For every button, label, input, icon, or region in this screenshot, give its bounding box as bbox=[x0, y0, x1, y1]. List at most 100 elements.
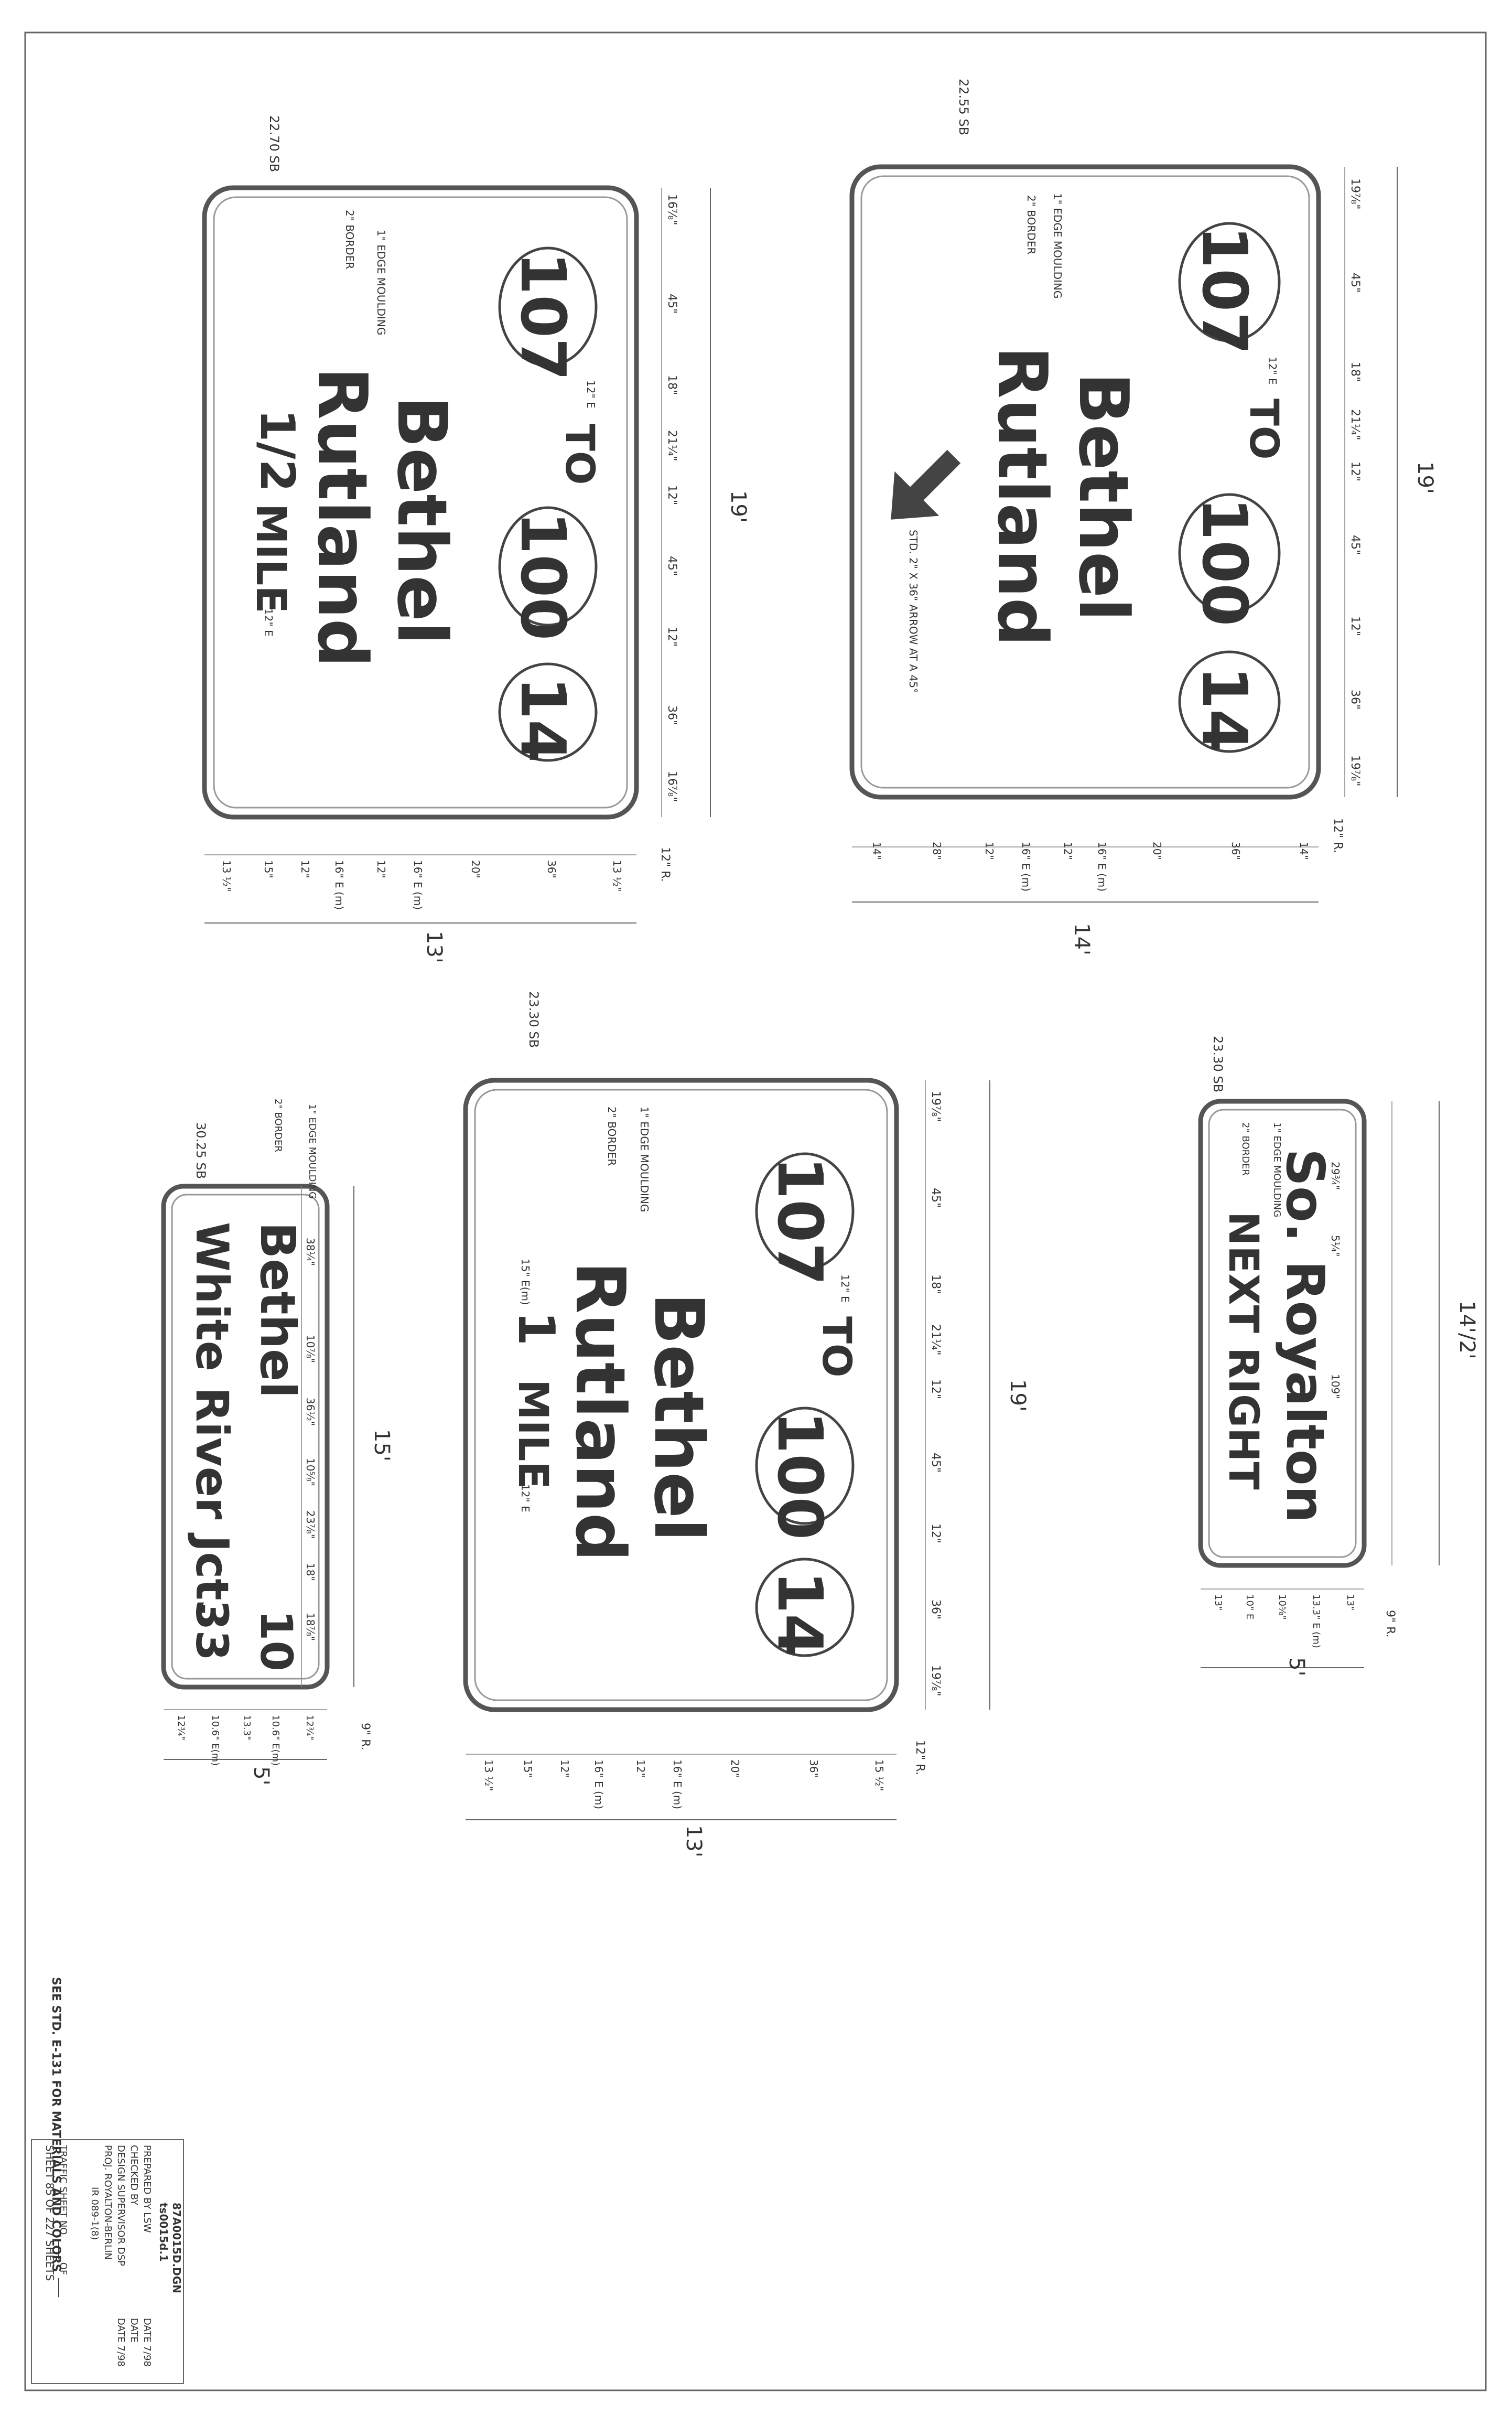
sign-a-dim-h5: 16" E (m) bbox=[412, 860, 424, 910]
sign-a-dim-h7: 36" bbox=[545, 860, 558, 878]
sign-a-route-100: 100 bbox=[507, 511, 579, 640]
sign-e-dim-v5: 18" bbox=[304, 1563, 317, 1581]
sign-e-route-10: 10 bbox=[251, 1610, 302, 1671]
sign-c-dim-h8: 15 ½" bbox=[873, 1759, 885, 1791]
sign-e-dim-h1: 10.6" E(m) bbox=[210, 1715, 221, 1766]
sign-b-line-bethel: Bethel bbox=[1064, 372, 1143, 621]
sign-a-dim-v3: 21¼" bbox=[665, 430, 678, 461]
sign-b-radius: 12" R. bbox=[1331, 818, 1344, 853]
sign-e-edge-note: 1" EDGE MOULDING bbox=[307, 1104, 318, 1199]
sign-c-dim-h2: 12" bbox=[558, 1759, 571, 1778]
sign-a-shield-100 bbox=[498, 506, 598, 627]
sign-d-panel bbox=[1198, 1099, 1367, 1568]
sign-e-dim-h2: 13.3" bbox=[241, 1715, 252, 1740]
sign-b-route-100: 100 bbox=[1189, 497, 1261, 626]
sign-b-dim-h8: 14" bbox=[1298, 842, 1310, 860]
sign-d-dim-h3: 13.3" E (m) bbox=[1311, 1594, 1322, 1648]
sign-d-dim-h2: 10⅝" bbox=[1277, 1594, 1288, 1620]
sign-c-station: 23.30 SB bbox=[526, 991, 541, 1048]
sign-b-edge-note: 1" EDGE MOULDING bbox=[1051, 193, 1064, 298]
sign-b-route-107: 107 bbox=[1189, 226, 1261, 355]
sign-a-line-rutland: Rutland bbox=[303, 367, 382, 668]
sign-e-panel bbox=[161, 1184, 330, 1690]
sign-a-dim-h8: 13 ½" bbox=[611, 860, 623, 892]
sign-b: 22.55 SB 1" EDGE MOULDING 2" BORDER 107 … bbox=[849, 79, 1437, 956]
sign-a-dim-v6: 12" bbox=[665, 627, 678, 647]
sign-a-dim-h2: 12" bbox=[299, 860, 311, 878]
sign-c-dim-v0: 19⅞" bbox=[929, 1091, 942, 1122]
sign-d-border-note: 2" BORDER bbox=[1240, 1122, 1251, 1176]
sign-b-dim-h6: 20" bbox=[1151, 842, 1163, 860]
title-sheet-of: SHEET 85 OF 227 SHEETS bbox=[44, 2145, 56, 2281]
sign-e-dim-h3: 10.6" E(m) bbox=[270, 1715, 281, 1766]
sign-a-distance-unit: MILE bbox=[247, 503, 294, 614]
sign-a-route-107: 107 bbox=[507, 252, 579, 381]
sign-e-route-33: 33 bbox=[186, 1600, 237, 1661]
sign-a-dim-h1: 15" bbox=[262, 860, 275, 878]
sign-a: 22.70 SB 1" EDGE MOULDING 2" BORDER 107 … bbox=[202, 115, 750, 963]
title-date-2: DATE bbox=[128, 2318, 139, 2343]
sign-d-line-next-right: NEXT RIGHT bbox=[1219, 1211, 1267, 1490]
sign-a-spacing-1: 12" E bbox=[585, 380, 597, 409]
sign-e-dim-h0: 12¾" bbox=[176, 1715, 187, 1741]
sheet-border bbox=[24, 31, 1487, 2391]
sign-b-dim-h7: 36" bbox=[1229, 842, 1242, 860]
title-file: 87A0015D.DGN bbox=[170, 2203, 183, 2293]
title-design-supervisor: DESIGN SUPERVISOR DSP bbox=[115, 2145, 126, 2266]
title-traffic-sheet: TRAFFIC SHEET NO. ____ OF ____ bbox=[58, 2144, 69, 2298]
sign-e-line-bethel: Bethel bbox=[250, 1222, 306, 1398]
sign-b-line-rutland: Rutland bbox=[982, 346, 1062, 647]
sign-b-dim-v1: 45" bbox=[1348, 273, 1362, 293]
sign-d-dim-v1: 5¼" bbox=[1329, 1235, 1342, 1257]
sign-d-dim-h0: 13" bbox=[1213, 1594, 1224, 1611]
sign-a-dim-v1: 45" bbox=[665, 294, 678, 314]
sign-c-route-100: 100 bbox=[764, 1411, 836, 1540]
sign-e-dim-v4: 23⅞" bbox=[304, 1510, 317, 1539]
sign-c-edge-note: 1" EDGE MOULDING bbox=[638, 1107, 651, 1212]
sign-c-to: TO bbox=[814, 1316, 860, 1377]
sign-c-dim-v7: 36" bbox=[929, 1600, 942, 1619]
sign-e-height-total: 15' bbox=[370, 1429, 394, 1462]
sign-e-dim-v1: 10⅞" bbox=[304, 1335, 317, 1363]
sign-b-dim-h5: 16" E (m) bbox=[1096, 842, 1108, 892]
sign-a-dim-v5: 45" bbox=[665, 556, 678, 576]
sign-a-radius: 12" R. bbox=[658, 847, 672, 882]
sign-d-dim-h4: 13" bbox=[1345, 1594, 1356, 1611]
sign-a-dim-v4: 12" bbox=[665, 485, 678, 505]
sign-e-dim-h4: 12¾" bbox=[304, 1715, 315, 1741]
sign-a-distance-fraction: 1/2 bbox=[250, 409, 305, 492]
sign-a-width-total: 13' bbox=[422, 931, 446, 963]
sign-b-shield-100 bbox=[1178, 493, 1281, 614]
sign-c-spacing-3: 12" E bbox=[519, 1484, 532, 1512]
sign-c-dim-h6: 20" bbox=[729, 1759, 741, 1778]
sign-b-dim-v8: 19⅞" bbox=[1348, 755, 1362, 786]
sign-e-station: 30.25 SB bbox=[193, 1122, 208, 1179]
sign-a-route-14: 14 bbox=[507, 677, 579, 763]
sign-a-dim-v0: 16⅞" bbox=[665, 194, 678, 225]
sign-e-dim-v3: 10⅝" bbox=[304, 1458, 317, 1486]
sign-c-dim-v4: 12" bbox=[929, 1379, 942, 1399]
sign-a-dim-v2: 18" bbox=[665, 375, 678, 395]
sign-e-width-total: 5' bbox=[249, 1766, 273, 1785]
sign-a-shield-14 bbox=[498, 662, 598, 762]
sign-b-width-total: 14' bbox=[1070, 923, 1094, 956]
sign-c-width-total: 13' bbox=[682, 1825, 706, 1858]
sign-c-spacing-1: 12" E bbox=[839, 1274, 851, 1303]
sign-b-shield-14 bbox=[1178, 650, 1281, 753]
sign-c-dim-v8: 19⅞" bbox=[929, 1665, 942, 1696]
sign-a-spacing-2: 12" E bbox=[262, 608, 275, 637]
sign-c-dim-h1: 15" bbox=[522, 1759, 534, 1778]
sign-a-border-note: 2" BORDER bbox=[343, 210, 356, 269]
sign-d-height-total: 14'/2' bbox=[1455, 1301, 1479, 1359]
sign-c-shield-100 bbox=[755, 1407, 855, 1525]
sign-e-dim-v6: 18⅞" bbox=[304, 1613, 317, 1641]
sign-d-line-so-royalton: So. Royalton bbox=[1275, 1148, 1336, 1523]
sign-b-spacing-1: 12" E bbox=[1266, 357, 1279, 385]
sign-b-dim-v6: 12" bbox=[1348, 616, 1362, 636]
sign-d-edge-note: 1" EDGE MOULDING bbox=[1271, 1122, 1282, 1217]
materials-note: SEE STD. E-131 FOR MATERIALS AND COLORS bbox=[49, 1977, 62, 2272]
sign-c-distance-number: 1 bbox=[507, 1311, 565, 1346]
sign-a-station: 22.70 SB bbox=[267, 115, 282, 172]
sign-b-dim-v7: 36" bbox=[1348, 690, 1362, 710]
title-project: PROJ. ROYALTON-BERLIN bbox=[102, 2145, 113, 2260]
